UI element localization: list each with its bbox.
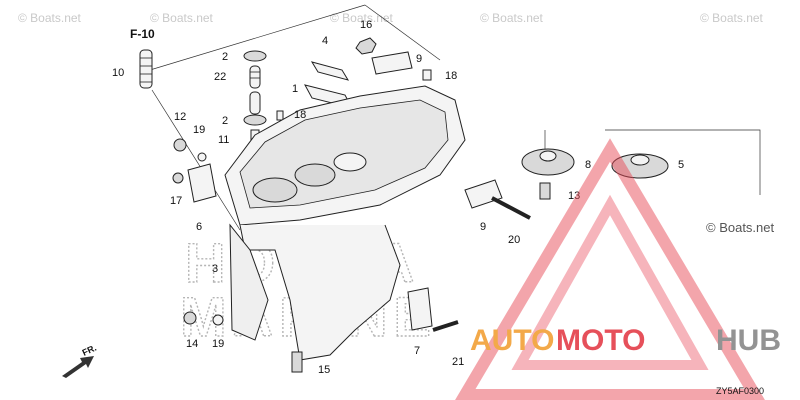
callout-label: 14	[186, 338, 198, 350]
logo-word-hub: HUB	[716, 324, 781, 357]
callout-label: 7	[414, 345, 420, 357]
callout-label: 10	[112, 67, 124, 79]
part-left-fasteners	[172, 138, 224, 326]
callout-label: 9	[416, 53, 422, 65]
part-clamp-stack	[243, 50, 267, 141]
direction-indicator: FR.	[62, 343, 98, 378]
callout-label: 19	[193, 124, 205, 136]
callout-label: 17	[170, 195, 182, 207]
callout-label: 21	[452, 356, 464, 368]
watermark-text: © Boats.net	[18, 11, 82, 25]
callout-label: 4	[322, 35, 328, 47]
callout-label: 6	[196, 221, 202, 233]
automotohub-logo: AUTO MOTO HUB	[455, 138, 781, 400]
reference-label: F-10	[130, 27, 155, 41]
callout-label: 18	[294, 109, 306, 121]
logo-word-auto: AUTO	[470, 324, 554, 357]
watermark-layer: © Boats.net © Boats.net © Boats.net © Bo…	[18, 11, 764, 25]
callout-label: 12	[174, 111, 186, 123]
callout-label: 15	[318, 364, 330, 376]
callout-label: 16	[360, 19, 372, 31]
part-right-fasteners	[291, 179, 551, 373]
leader-frame	[149, 4, 761, 231]
callout-label: 11	[218, 134, 229, 146]
watermark-text: © Boats.net	[700, 11, 764, 25]
direction-label: FR.	[81, 343, 98, 358]
part-gear-case	[224, 85, 466, 361]
callout-label: 20	[508, 234, 520, 246]
callout-label: 9	[480, 221, 486, 233]
callout-label: 22	[214, 71, 226, 83]
logo-word-moto: MOTO	[556, 324, 645, 357]
part-small-fasteners	[276, 37, 432, 121]
watermark-text: © Boats.net	[150, 11, 214, 25]
callout-label: 19	[212, 338, 224, 350]
part-hose-grommet	[139, 49, 153, 89]
callout-label: 18	[445, 70, 457, 82]
part-anodes	[187, 163, 433, 331]
diagram-code: ZY5AF0300	[716, 386, 764, 396]
logo-triangle-icon	[455, 138, 765, 400]
callout-label: 2	[222, 115, 228, 127]
side-watermark: © Boats.net	[706, 220, 775, 235]
callout-label: 1	[292, 83, 298, 95]
callout-label: 5	[678, 159, 684, 171]
watermark-text: © Boats.net	[480, 11, 544, 25]
callout-label: 2	[222, 51, 228, 63]
callout-label: 3	[212, 263, 218, 275]
callout-label: 8	[585, 159, 591, 171]
callouts: 10 2 22 2 11 4 16 9 18 1 18 12 19 17 6 3…	[112, 19, 684, 376]
